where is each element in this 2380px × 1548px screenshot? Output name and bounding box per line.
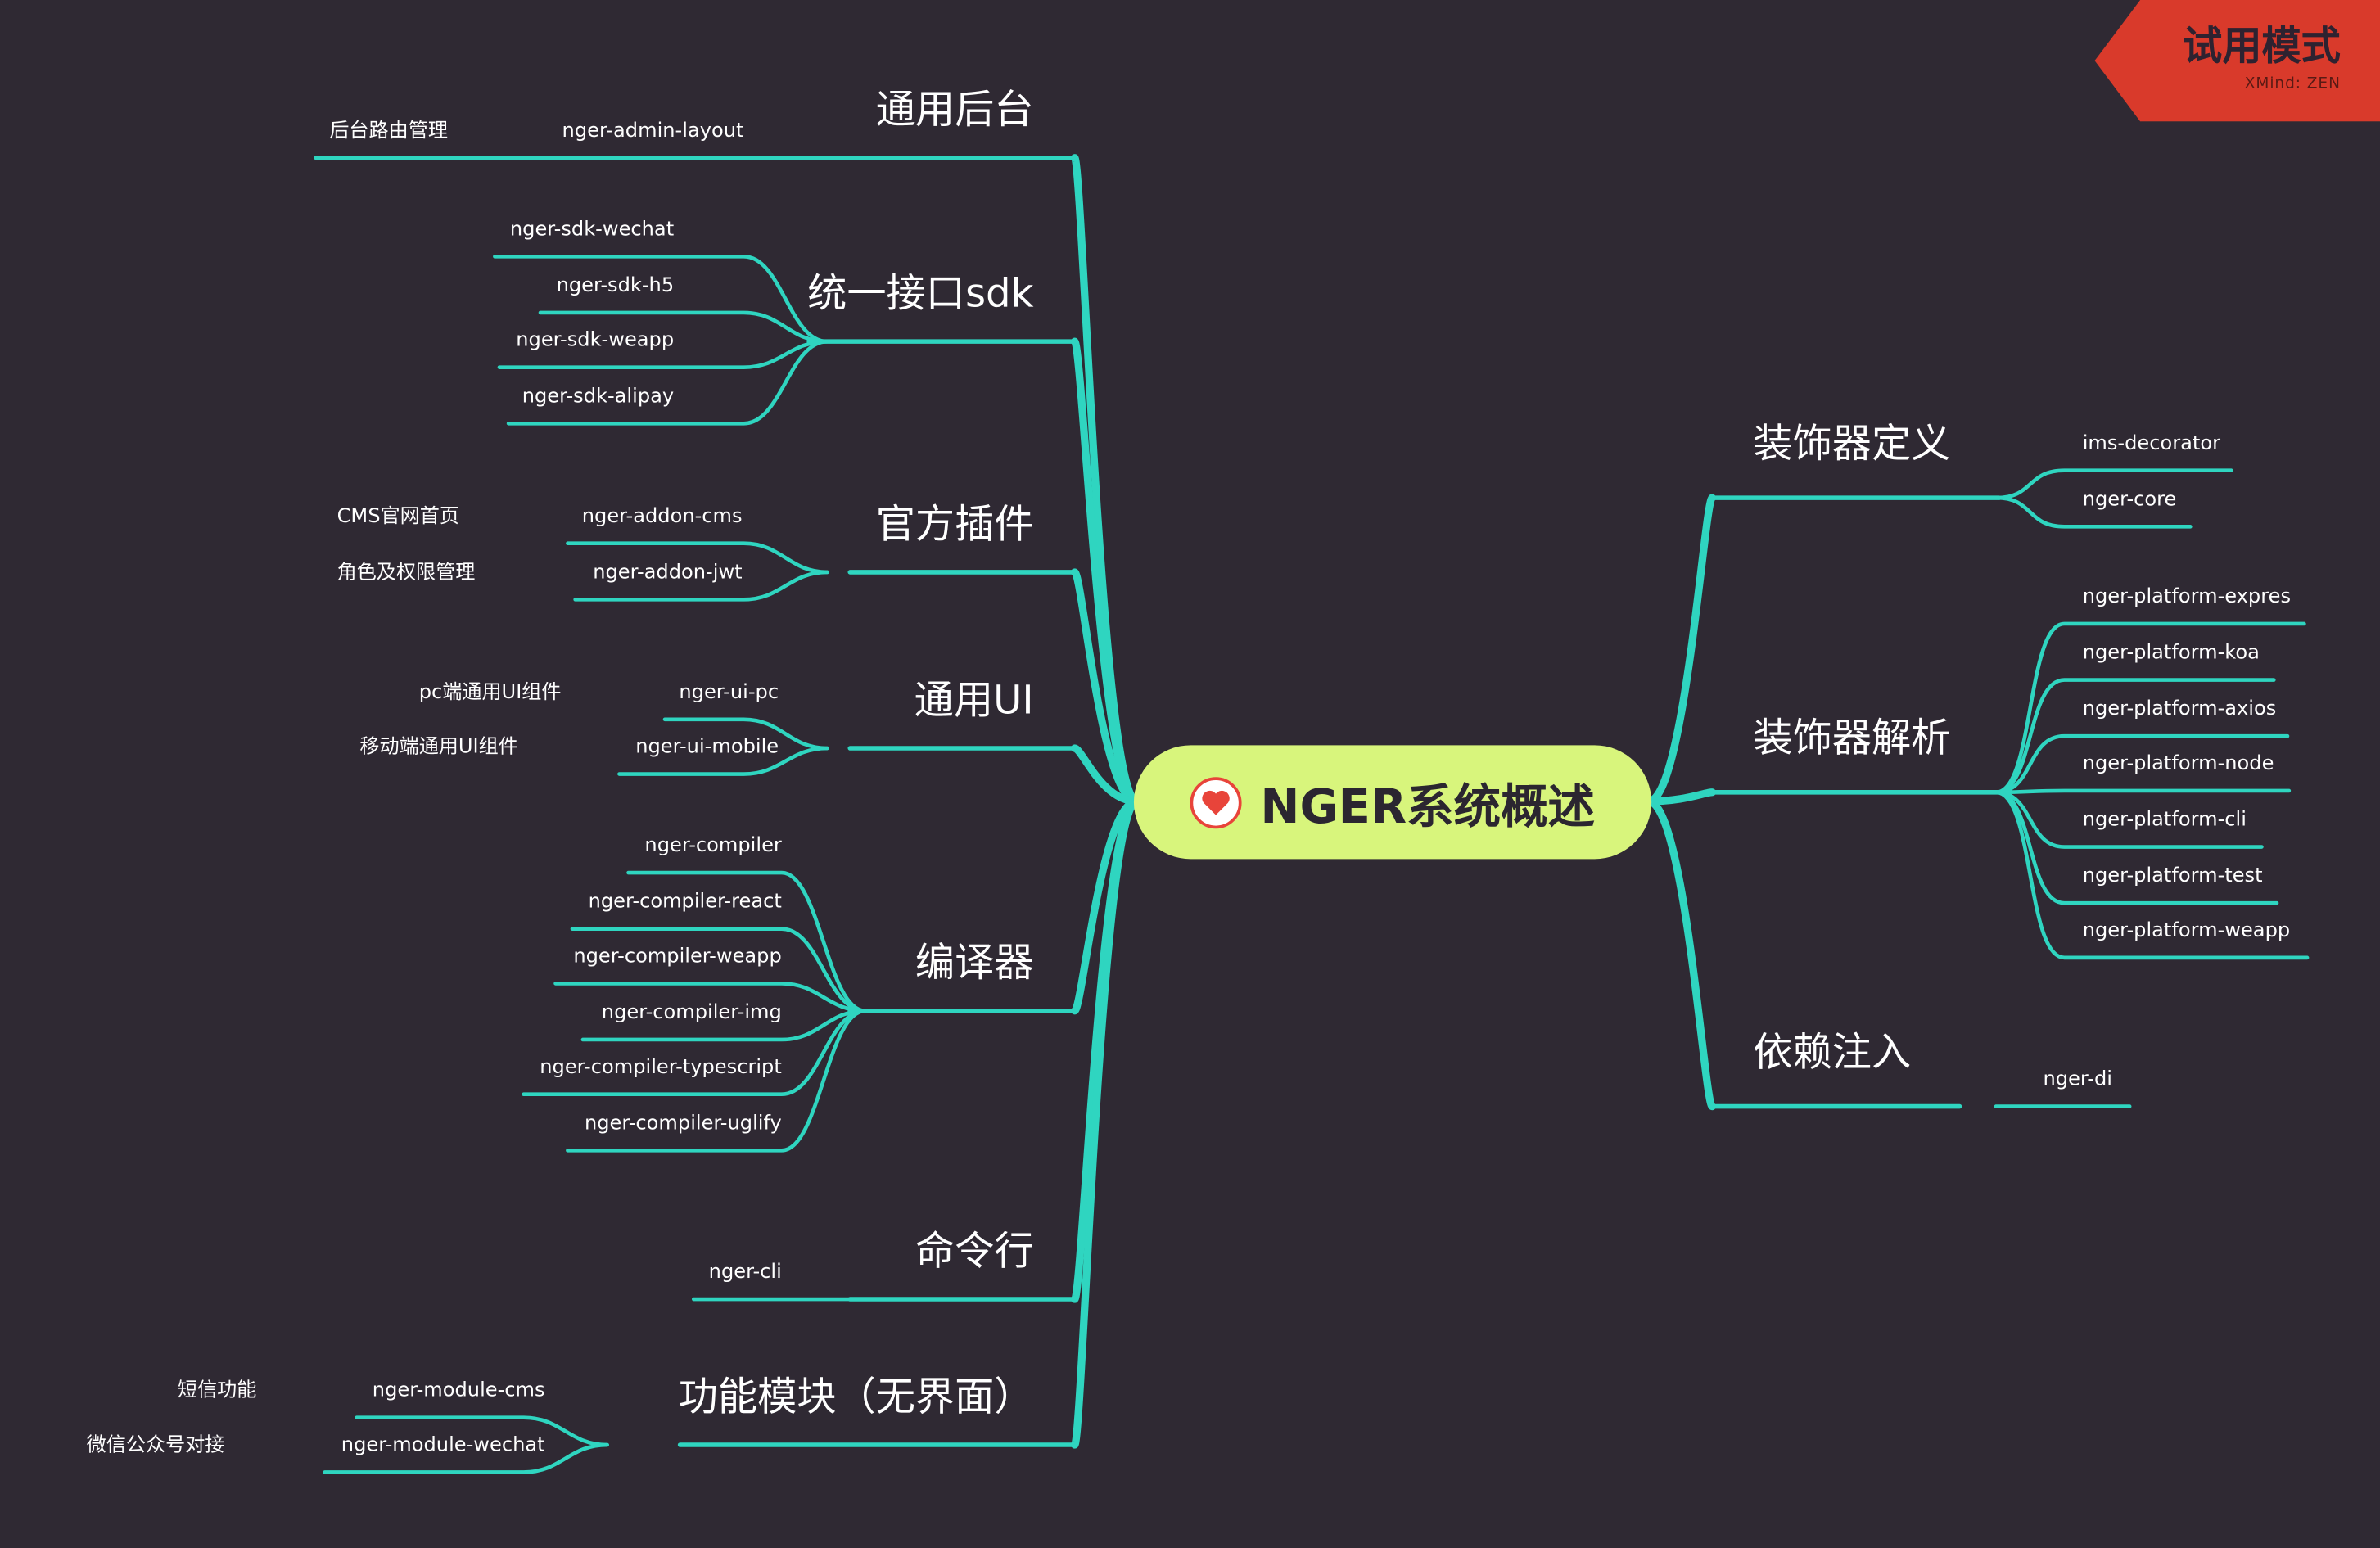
child-line <box>570 927 868 1013</box>
child-line <box>662 717 829 751</box>
child-label[interactable]: nger-addon-cms <box>581 505 743 529</box>
child-label[interactable]: nger-ui-pc <box>679 681 779 705</box>
child-label[interactable]: nger-module-cms <box>372 1379 545 1403</box>
child-label[interactable]: nger-compiler-weapp <box>573 945 782 968</box>
child-label[interactable]: nger-platform-axios <box>2082 697 2277 721</box>
branch-line <box>1644 494 1716 806</box>
root-topic[interactable]: NGER系统概述 <box>1133 745 1652 860</box>
child-label[interactable]: nger-compiler-uglify <box>584 1112 782 1135</box>
child-line <box>497 339 829 369</box>
child-line <box>553 982 868 1013</box>
child-line <box>506 339 829 426</box>
topic-label[interactable]: 统一接口sdk <box>807 271 1034 318</box>
note-label[interactable]: 移动端通用UI组件 <box>359 736 518 759</box>
child-label[interactable]: nger-cli <box>708 1261 782 1284</box>
topic-label[interactable]: 装饰器解析 <box>1753 716 1951 762</box>
topic-label[interactable]: 编译器 <box>915 941 1034 987</box>
note-label[interactable]: CMS官网首页 <box>336 505 459 529</box>
child-line <box>1994 468 2233 500</box>
child-line <box>493 255 829 344</box>
branch-line <box>1070 568 1141 806</box>
child-label[interactable]: nger-sdk-weapp <box>516 329 675 353</box>
child-label[interactable]: nger-compiler <box>644 834 782 858</box>
note-label[interactable]: 微信公众号对接 <box>86 1434 225 1457</box>
child-label[interactable]: nger-admin-layout <box>562 120 744 143</box>
topic-label[interactable]: 依赖注入 <box>1753 1030 1912 1076</box>
child-line <box>566 541 829 575</box>
child-label[interactable]: nger-sdk-wechat <box>509 218 675 241</box>
xmind-zen-logo: XMind: ZEN <box>2244 75 2341 93</box>
child-line <box>566 1009 868 1153</box>
note-label[interactable]: 角色及权限管理 <box>336 561 476 584</box>
child-line <box>355 1415 609 1447</box>
note-label[interactable]: 后台路由管理 <box>329 120 448 143</box>
topic-label[interactable]: 功能模块（无界面） <box>678 1374 1034 1421</box>
trial-mode-title: 试用模式 <box>2183 24 2341 70</box>
child-label[interactable]: nger-platform-cli <box>2082 809 2247 832</box>
child-label[interactable]: nger-platform-weapp <box>2082 919 2291 943</box>
child-line <box>1994 733 2290 795</box>
branch-line <box>1644 788 1716 806</box>
topic-label[interactable]: 通用UI <box>914 678 1034 724</box>
child-line <box>580 1009 868 1042</box>
note-label[interactable]: 短信功能 <box>177 1379 257 1403</box>
branch-line <box>1070 797 1141 1015</box>
topic-label[interactable]: 通用后台 <box>875 88 1034 134</box>
child-line <box>323 1442 609 1474</box>
child-label[interactable]: nger-module-wechat <box>341 1434 545 1457</box>
child-line <box>538 310 829 344</box>
branch-line <box>1070 744 1141 806</box>
topic-label[interactable]: 命令行 <box>915 1229 1034 1275</box>
child-label[interactable]: nger-di <box>2043 1068 2112 1092</box>
child-line <box>626 870 868 1013</box>
branch-line <box>1070 337 1141 806</box>
child-line <box>1994 495 2193 529</box>
root-topic-label: NGER系统概述 <box>1260 779 1596 835</box>
child-label[interactable]: nger-compiler-typescript <box>540 1056 782 1080</box>
topic-label[interactable]: 装饰器定义 <box>1753 422 1951 468</box>
branch-line <box>1644 797 1716 1111</box>
child-line <box>617 746 829 776</box>
child-line <box>1994 621 2306 795</box>
child-label[interactable]: nger-platform-koa <box>2082 642 2260 666</box>
child-label[interactable]: nger-addon-jwt <box>593 561 743 584</box>
trial-mode-badge[interactable]: 试用模式 XMind: ZEN <box>2094 0 2380 122</box>
child-label[interactable]: nger-compiler-img <box>601 1001 782 1025</box>
heart-icon <box>1190 776 1243 828</box>
topic-label[interactable]: 官方插件 <box>875 502 1034 548</box>
child-label[interactable]: nger-sdk-alipay <box>522 385 675 408</box>
child-label[interactable]: nger-platform-node <box>2082 752 2274 776</box>
branch-line <box>1070 797 1141 1449</box>
child-label[interactable]: nger-sdk-h5 <box>556 274 675 298</box>
child-line <box>1994 678 2276 795</box>
child-label[interactable]: nger-platform-test <box>2082 864 2263 888</box>
child-label[interactable]: nger-ui-mobile <box>635 736 779 759</box>
child-label[interactable]: nger-core <box>2082 488 2177 512</box>
child-label[interactable]: nger-compiler-react <box>588 891 782 914</box>
note-label[interactable]: pc端通用UI组件 <box>418 681 562 705</box>
child-line <box>1994 790 2310 960</box>
child-line <box>1994 788 2292 795</box>
child-label[interactable]: nger-platform-expres <box>2082 585 2292 609</box>
branch-line <box>1070 797 1141 1303</box>
child-line <box>573 570 829 602</box>
child-label[interactable]: ims-decorator <box>2082 432 2221 456</box>
